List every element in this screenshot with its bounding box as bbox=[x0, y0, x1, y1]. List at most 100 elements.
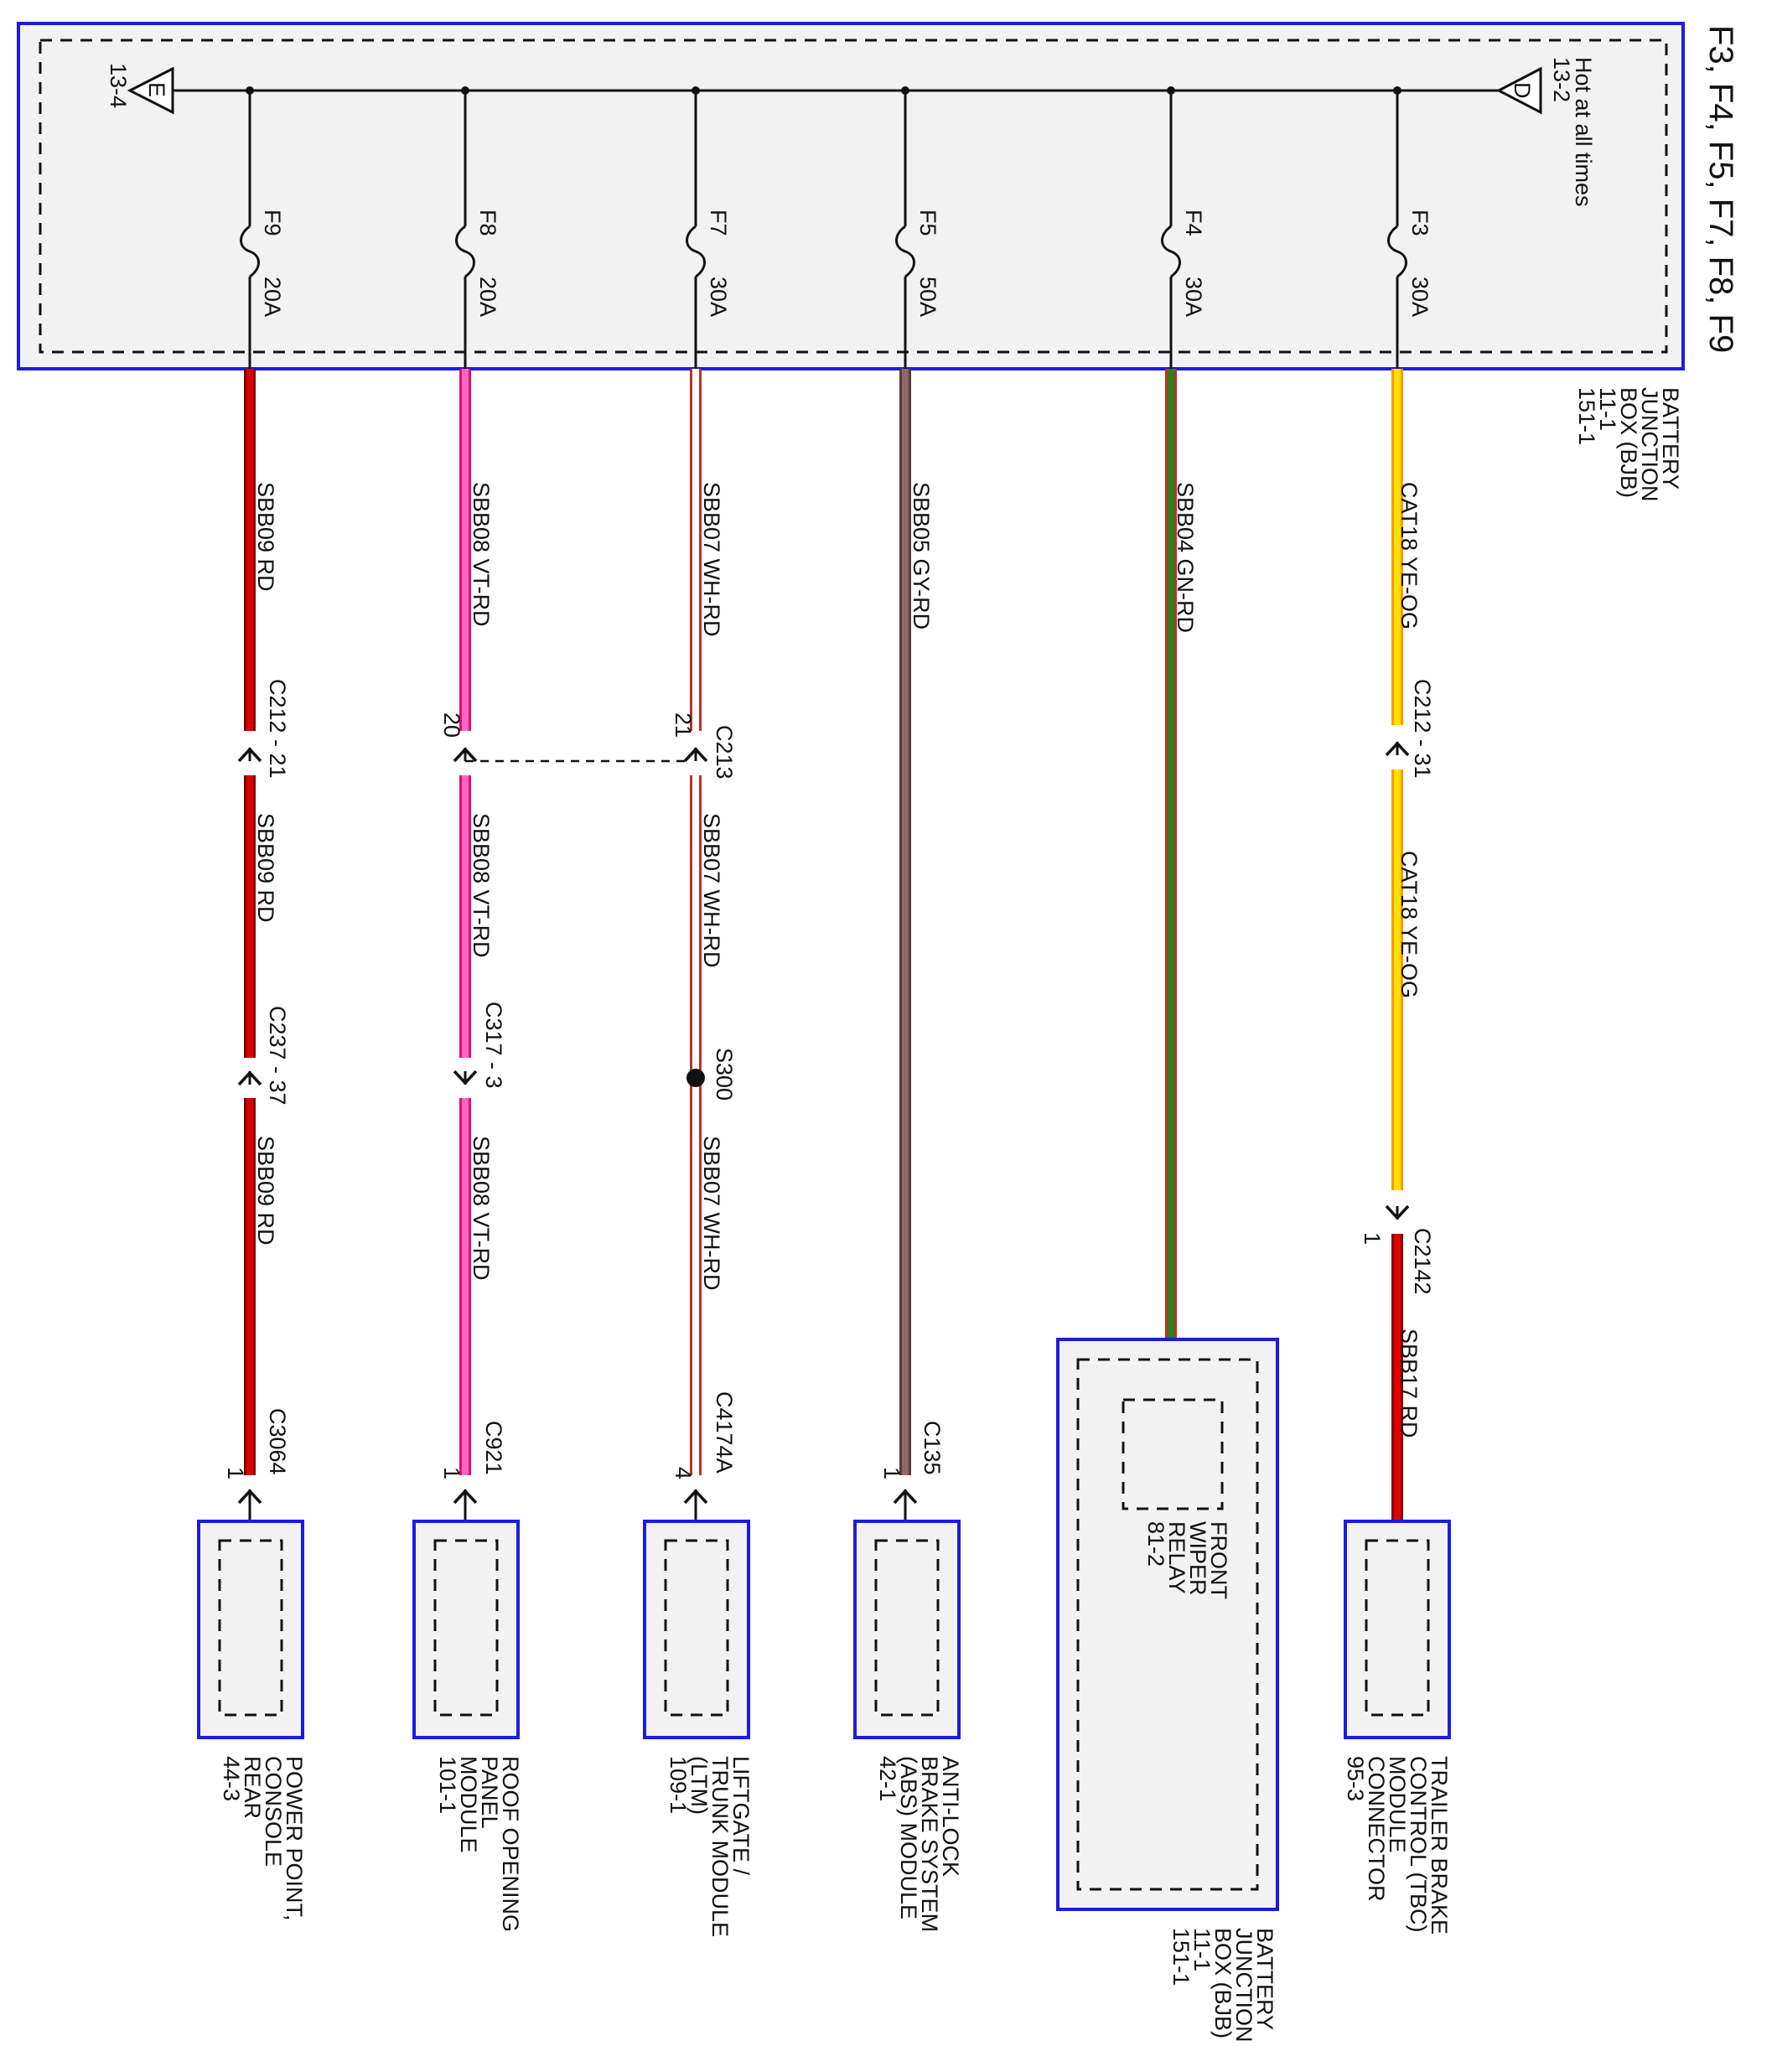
module-label-line: TRAILER BRAKE bbox=[1427, 1756, 1452, 1935]
bjb-label-line: 11-1 bbox=[1595, 387, 1620, 431]
connector-pin: 20 bbox=[439, 712, 464, 738]
fuse-name: F5 bbox=[915, 210, 940, 236]
connector-pin: 1 bbox=[223, 1467, 248, 1479]
fuse-name: F3 bbox=[1407, 210, 1432, 236]
front-wiper-relay-box bbox=[1122, 1398, 1224, 1510]
fuse-name: F9 bbox=[260, 210, 285, 236]
bjb-label-line: 151-1 bbox=[1574, 387, 1599, 445]
wire-label-group: SBB09 RD C212 - 21 SBB09 RD C237 - 37 SB… bbox=[223, 482, 1435, 1479]
bjb-label-line: BOX (BJB) bbox=[1616, 387, 1641, 498]
fuse-name: F8 bbox=[475, 210, 500, 236]
connector-label: C212 - 21 bbox=[265, 679, 290, 779]
fuse-rating: 30A bbox=[706, 277, 731, 317]
wire-label: SBB09 RD bbox=[253, 482, 278, 592]
module-label-line: 151-1 bbox=[1168, 1928, 1194, 1986]
fuse-rating: 30A bbox=[1181, 277, 1206, 317]
power-point-module-inner bbox=[218, 1539, 283, 1717]
connector-label: C3064 bbox=[265, 1408, 290, 1475]
offpage-ref-e-letter: E bbox=[144, 82, 169, 97]
module-label-line: (LTM) bbox=[686, 1756, 712, 1815]
fuse-icon bbox=[455, 225, 475, 278]
offpage-ref-e-page: 13-4 bbox=[106, 63, 131, 108]
offpage-ref-d-letter: D bbox=[1510, 82, 1535, 99]
relay-label-line: WIPER bbox=[1185, 1521, 1210, 1596]
offpage-ref-d-page: 13-2 bbox=[1549, 57, 1574, 102]
connector-pin: 4 bbox=[671, 1467, 696, 1479]
wire-label: SBB08 VT-RD bbox=[469, 1136, 494, 1281]
fuse-name: F4 bbox=[1181, 210, 1206, 236]
module-label-line: 95-3 bbox=[1343, 1756, 1368, 1801]
liftgate-trunk-module-inner bbox=[664, 1539, 729, 1717]
connector-label: C4174A bbox=[712, 1391, 737, 1474]
offpage-ref-e-triangle bbox=[127, 66, 174, 115]
bjb-destination-label: BATTERY JUNCTION BOX (BJB) 11-1 151-1 bbox=[1168, 1928, 1277, 2043]
module-label-line: JUNCTION bbox=[1231, 1928, 1256, 2043]
abs-module-inner bbox=[874, 1539, 940, 1717]
roof-opening-panel-module-inner bbox=[433, 1539, 499, 1717]
module-label-line: LIFTGATE / bbox=[728, 1756, 754, 1876]
fuse-icon bbox=[1161, 225, 1181, 278]
module-label-line: BRAKE SYSTEM bbox=[917, 1756, 942, 1932]
connector-label: C135 bbox=[920, 1421, 945, 1475]
module-label-line: PANEL bbox=[477, 1756, 502, 1829]
liftgate-trunk-module-label: LIFTGATE / TRUNK MODULE (LTM) 109-1 bbox=[666, 1756, 754, 1937]
module-label-line: ROOF OPENING bbox=[498, 1756, 523, 1932]
splice-label: S300 bbox=[712, 1048, 737, 1101]
wire-label: CAT18 YE-OG bbox=[1396, 851, 1422, 998]
wire-label: SBB17 RD bbox=[1396, 1329, 1422, 1438]
relay-label-line: 81-2 bbox=[1143, 1521, 1168, 1567]
module-label-line: 109-1 bbox=[666, 1756, 691, 1814]
module-label-line: BATTERY bbox=[1252, 1928, 1277, 2030]
trailer-brake-module-inner bbox=[1365, 1539, 1430, 1717]
connector-label: C317 - 3 bbox=[481, 1002, 506, 1089]
module-label-line: (ABS) MODULE bbox=[896, 1756, 921, 1919]
power-point-module-label: POWER POINT, CONSOLE REAR 44-3 bbox=[219, 1756, 307, 1921]
wire-label: SBB08 VT-RD bbox=[469, 482, 494, 627]
connector-pin: 1 bbox=[439, 1467, 464, 1479]
module-label-line: 101-1 bbox=[435, 1756, 460, 1814]
fuse-icon bbox=[895, 225, 915, 278]
module-label-line: ANTI-LOCK bbox=[938, 1756, 963, 1877]
wire-label: SBB09 RD bbox=[253, 813, 278, 923]
module-label-line: CONTROL (TBC) bbox=[1406, 1756, 1431, 1933]
wire-label: SBB07 WH-RD bbox=[699, 813, 724, 968]
module-label-line: CONNECTOR bbox=[1364, 1756, 1389, 1902]
wire-label: SBB08 VT-RD bbox=[469, 813, 494, 958]
front-wiper-relay-label: FRONT WIPER RELAY 81-2 bbox=[1143, 1521, 1231, 1599]
module-label-line: CONSOLE bbox=[261, 1756, 286, 1867]
bjb-label-line: BATTERY bbox=[1658, 387, 1683, 490]
relay-label-line: RELAY bbox=[1164, 1521, 1189, 1594]
wire-label: SBB05 GY-RD bbox=[909, 482, 934, 629]
roof-opening-panel-module-label: ROOF OPENING PANEL MODULE 101-1 bbox=[435, 1756, 523, 1932]
fuse-icon bbox=[240, 225, 260, 278]
module-label-line: BOX (BJB) bbox=[1210, 1928, 1236, 2038]
diagram-title: F3, F4, F5, F7, F8, F9 bbox=[1702, 25, 1739, 353]
connector-label: C2142 bbox=[1410, 1228, 1435, 1295]
offpage-ref-d-triangle bbox=[1495, 66, 1542, 115]
module-label-line: 42-1 bbox=[875, 1756, 900, 1801]
connector-pin: 1 bbox=[1360, 1232, 1385, 1245]
trailer-brake-module-label: TRAILER BRAKE CONTROL (TBC) MODULE CONNE… bbox=[1343, 1756, 1452, 1935]
relay-label-line: FRONT bbox=[1206, 1521, 1231, 1599]
wire-label: SBB07 WH-RD bbox=[699, 1136, 724, 1291]
fuse-icon bbox=[686, 225, 706, 278]
module-label-line: POWER POINT, bbox=[282, 1756, 307, 1921]
connector-label: C237 - 37 bbox=[265, 1006, 290, 1106]
abs-module-label: ANTI-LOCK BRAKE SYSTEM (ABS) MODULE 42-1 bbox=[875, 1756, 963, 1932]
module-label-line: 44-3 bbox=[219, 1756, 244, 1801]
connector-pin: 21 bbox=[671, 712, 696, 738]
fuse-rating: 50A bbox=[915, 277, 940, 317]
fuse-rating: 30A bbox=[1407, 277, 1432, 317]
module-label-line: MODULE bbox=[456, 1756, 481, 1853]
hot-at-all-times-label: Hot at all times bbox=[1571, 57, 1596, 207]
wire-label: SBB09 RD bbox=[253, 1136, 278, 1246]
offpage-ref-d-label: Hot at all times 13-2 bbox=[1549, 57, 1596, 207]
module-label-line: MODULE bbox=[1385, 1756, 1410, 1853]
connector-label: C212 - 31 bbox=[1410, 679, 1435, 779]
splice-s300 bbox=[686, 1069, 705, 1087]
bjb-label-line: JUNCTION bbox=[1637, 387, 1662, 502]
bjb-label: BATTERY JUNCTION BOX (BJB) 11-1 151-1 bbox=[1574, 387, 1683, 502]
wire-label: CAT18 YE-OG bbox=[1396, 482, 1422, 629]
module-label-line: TRUNK MODULE bbox=[707, 1756, 733, 1937]
